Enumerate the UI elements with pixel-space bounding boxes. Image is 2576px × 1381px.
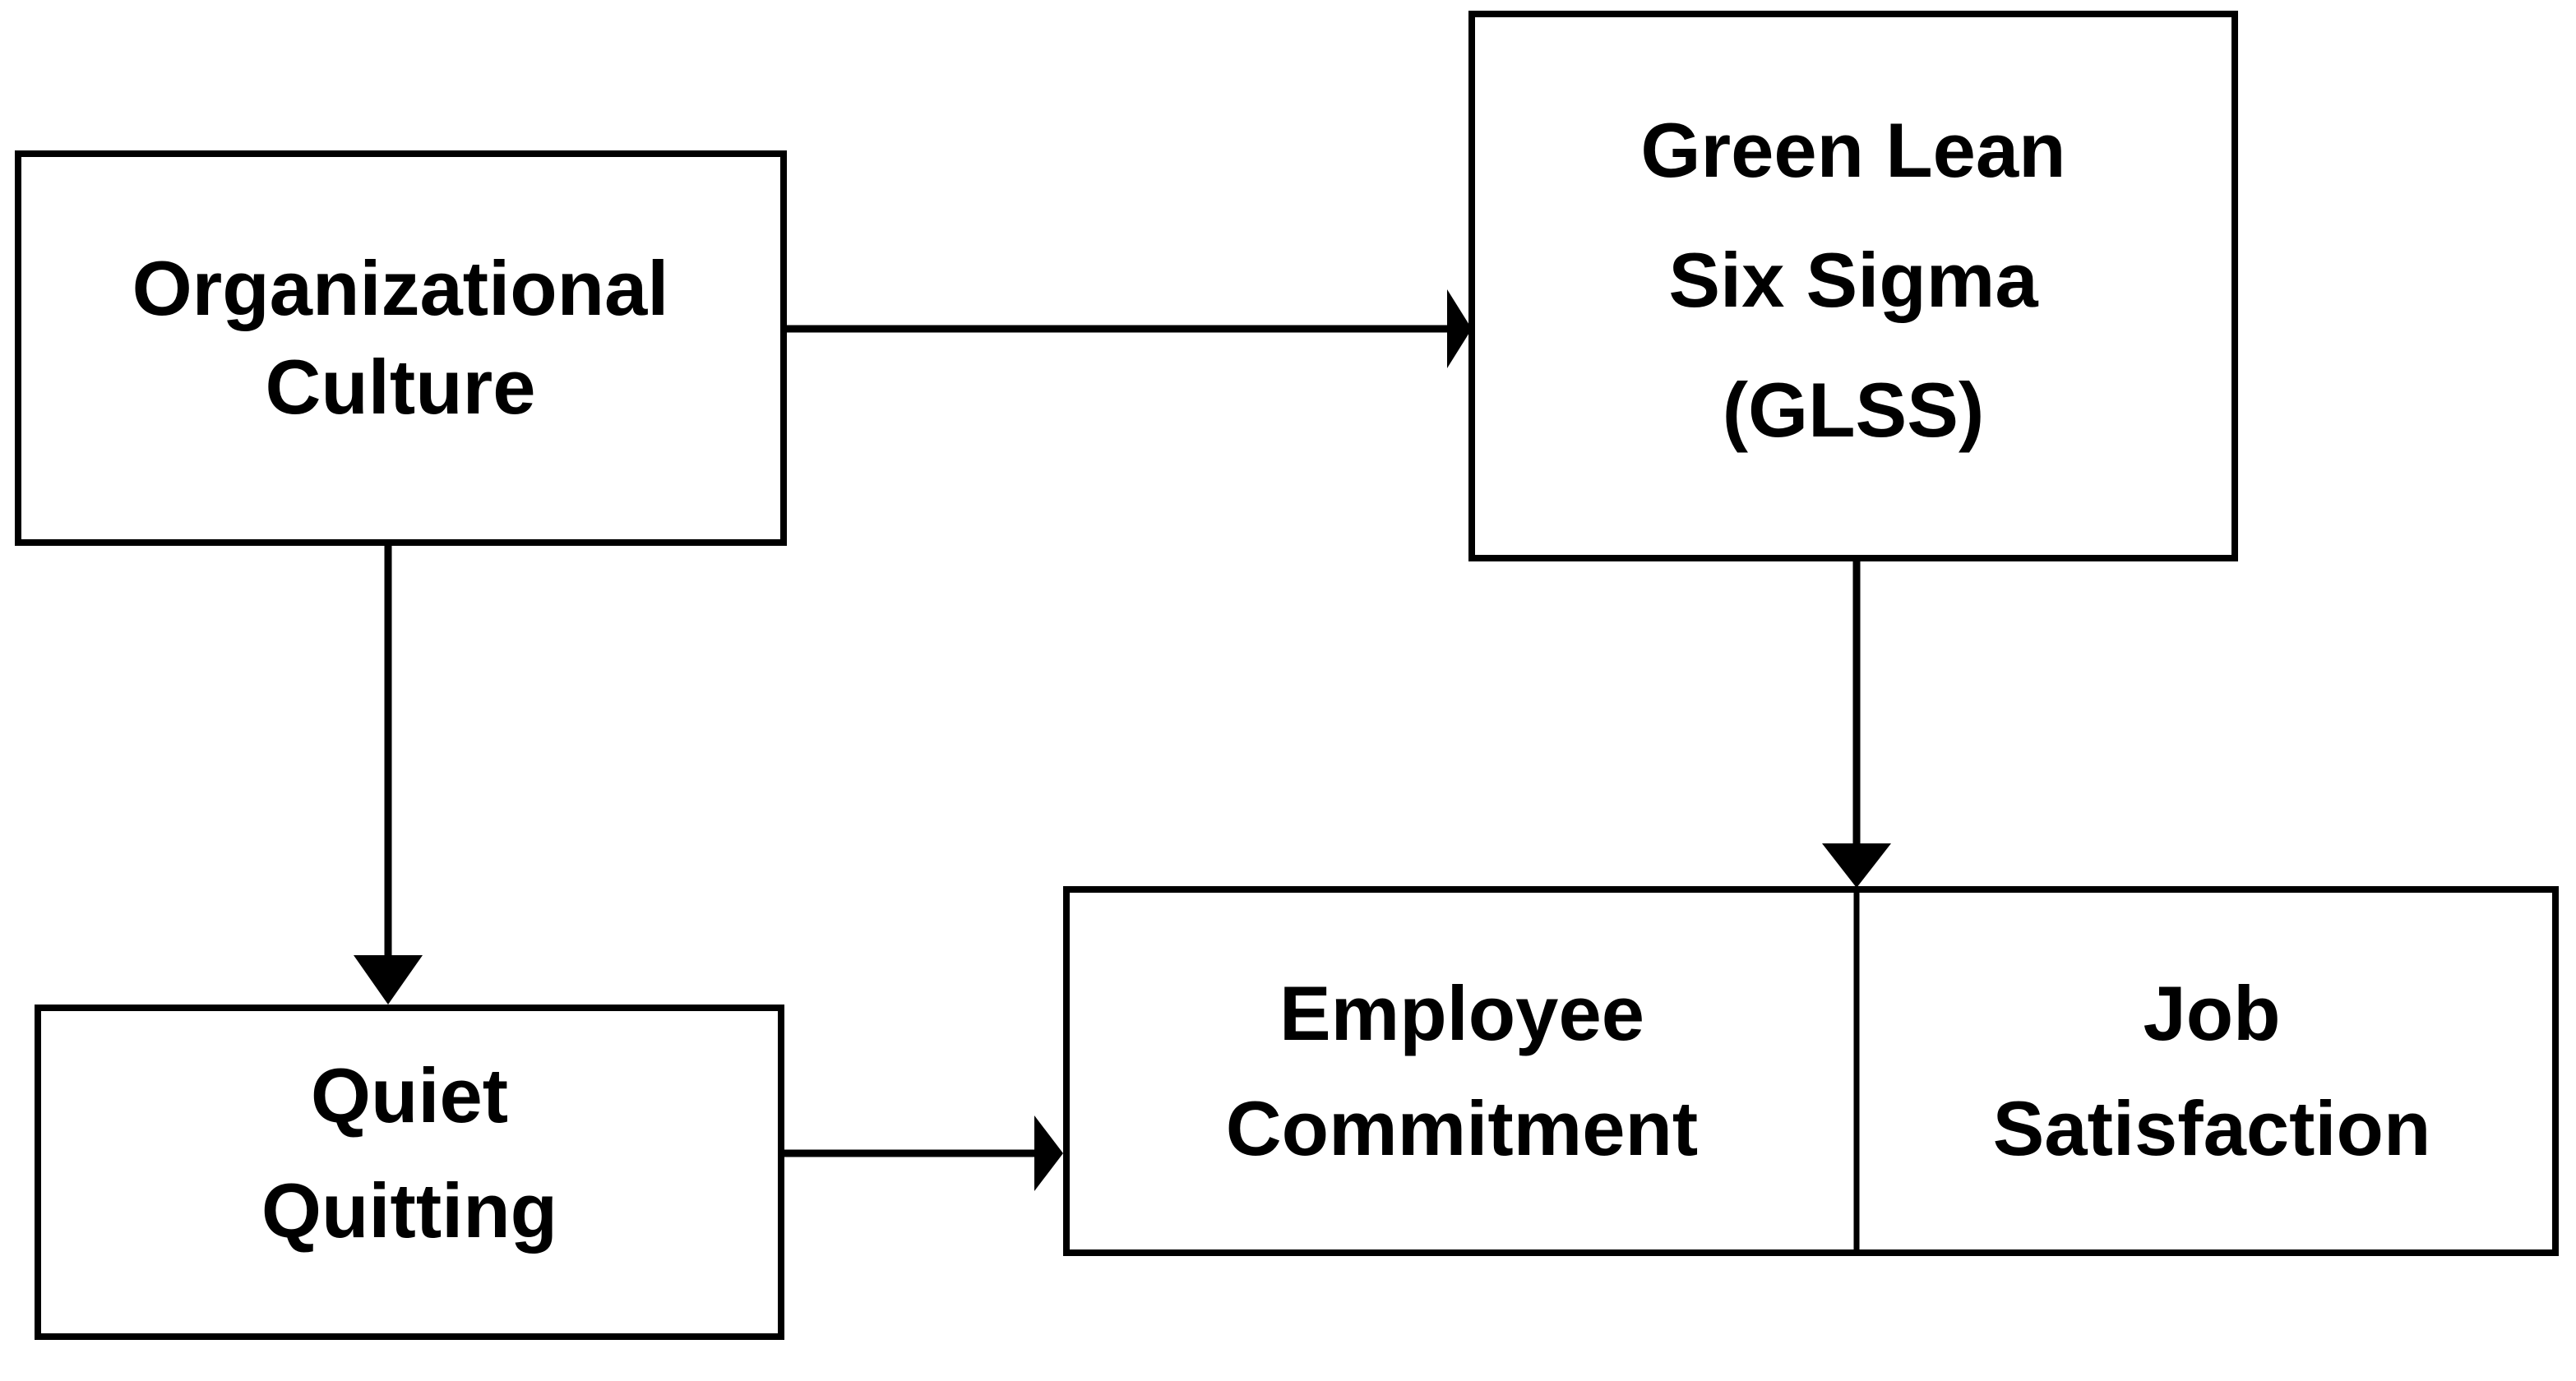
edge-culture-to-quiet-quitting	[354, 543, 423, 1005]
arrowhead-down-icon	[354, 955, 423, 1005]
node-quiet-quitting-box[interactable]	[35, 1005, 784, 1340]
node-job-satisfaction-label-line1: Job	[2143, 970, 2280, 1056]
edge-glss-to-outcomes	[1822, 561, 1891, 888]
arrowhead-right-icon	[1447, 289, 1472, 368]
arrowhead-down-icon	[1822, 843, 1891, 888]
node-quiet-quitting[interactable]: Quiet Quitting	[35, 1005, 784, 1340]
node-green-lean-six-sigma[interactable]: Green Lean Six Sigma (GLSS)	[1468, 11, 2238, 561]
node-quiet-quitting-label-line1: Quiet	[311, 1052, 508, 1139]
node-employee-commitment[interactable]: Employee Commitment	[1226, 970, 1698, 1171]
node-outcomes-box	[1063, 886, 2559, 1256]
node-green-lean-six-sigma-label-line1: Green Lean	[1640, 107, 2065, 193]
node-organizational-culture-box[interactable]	[15, 150, 787, 546]
edge-quiet-quitting-to-outcomes	[781, 1115, 1063, 1191]
node-employee-commitment-label-line1: Employee	[1279, 970, 1644, 1056]
node-organizational-culture[interactable]: Organizational Culture	[15, 150, 787, 546]
node-organizational-culture-label-line2: Culture	[266, 344, 536, 430]
node-job-satisfaction-label-line2: Satisfaction	[1993, 1085, 2431, 1171]
node-green-lean-six-sigma-label-line2: Six Sigma	[1668, 237, 2038, 323]
node-green-lean-six-sigma-box[interactable]	[1468, 11, 2238, 561]
node-quiet-quitting-label-line2: Quitting	[261, 1167, 557, 1254]
node-organizational-culture-label-line1: Organizational	[132, 245, 669, 331]
node-job-satisfaction[interactable]: Job Satisfaction	[1993, 970, 2431, 1171]
node-employee-commitment-label-line2: Commitment	[1226, 1085, 1698, 1171]
edge-culture-to-glss	[784, 289, 1472, 368]
node-outcomes-group: Employee Commitment Job Satisfaction	[1063, 886, 2559, 1256]
node-green-lean-six-sigma-label-line3: (GLSS)	[1723, 367, 1985, 453]
arrowhead-right-icon	[1034, 1115, 1063, 1191]
